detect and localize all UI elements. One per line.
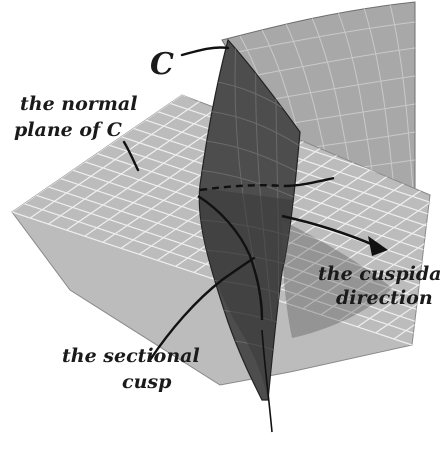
plane-grid-line [357, 209, 430, 328]
cusp-tail-line [261, 329, 273, 433]
normal-plane-label-line1: the normal [20, 93, 137, 115]
plane-grid-line [29, 100, 201, 219]
surface-front-sheet [198, 38, 392, 401]
sectional-cusp-label-line2: cusp [122, 371, 172, 393]
curve-label: C [150, 47, 174, 82]
cuspidal-direction-label-line1: the cuspidal [318, 263, 440, 285]
leader-lines [122, 46, 256, 362]
plane-grid-line [48, 106, 219, 225]
intersection-solid-line [283, 176, 335, 188]
section-curves [197, 176, 335, 433]
leader-c [180, 46, 230, 57]
sectional-cusp-curve [197, 194, 264, 321]
cuspidal-direction-label-line2: direction [336, 287, 433, 309]
plane-grid-line [266, 179, 430, 298]
plane-grid-line [320, 197, 430, 316]
plane-grid-line [375, 215, 430, 334]
intersection-dashed-line [199, 184, 285, 192]
sectional-cusp-label-line1: the sectional [62, 345, 200, 367]
plane-grid-line [302, 191, 430, 310]
cuspidal-direction-arrow [281, 214, 388, 256]
leader-normal-plane [122, 140, 140, 172]
normal-plane-label-line2: plane of C [14, 119, 122, 141]
leader-sectional-cusp [148, 256, 256, 362]
